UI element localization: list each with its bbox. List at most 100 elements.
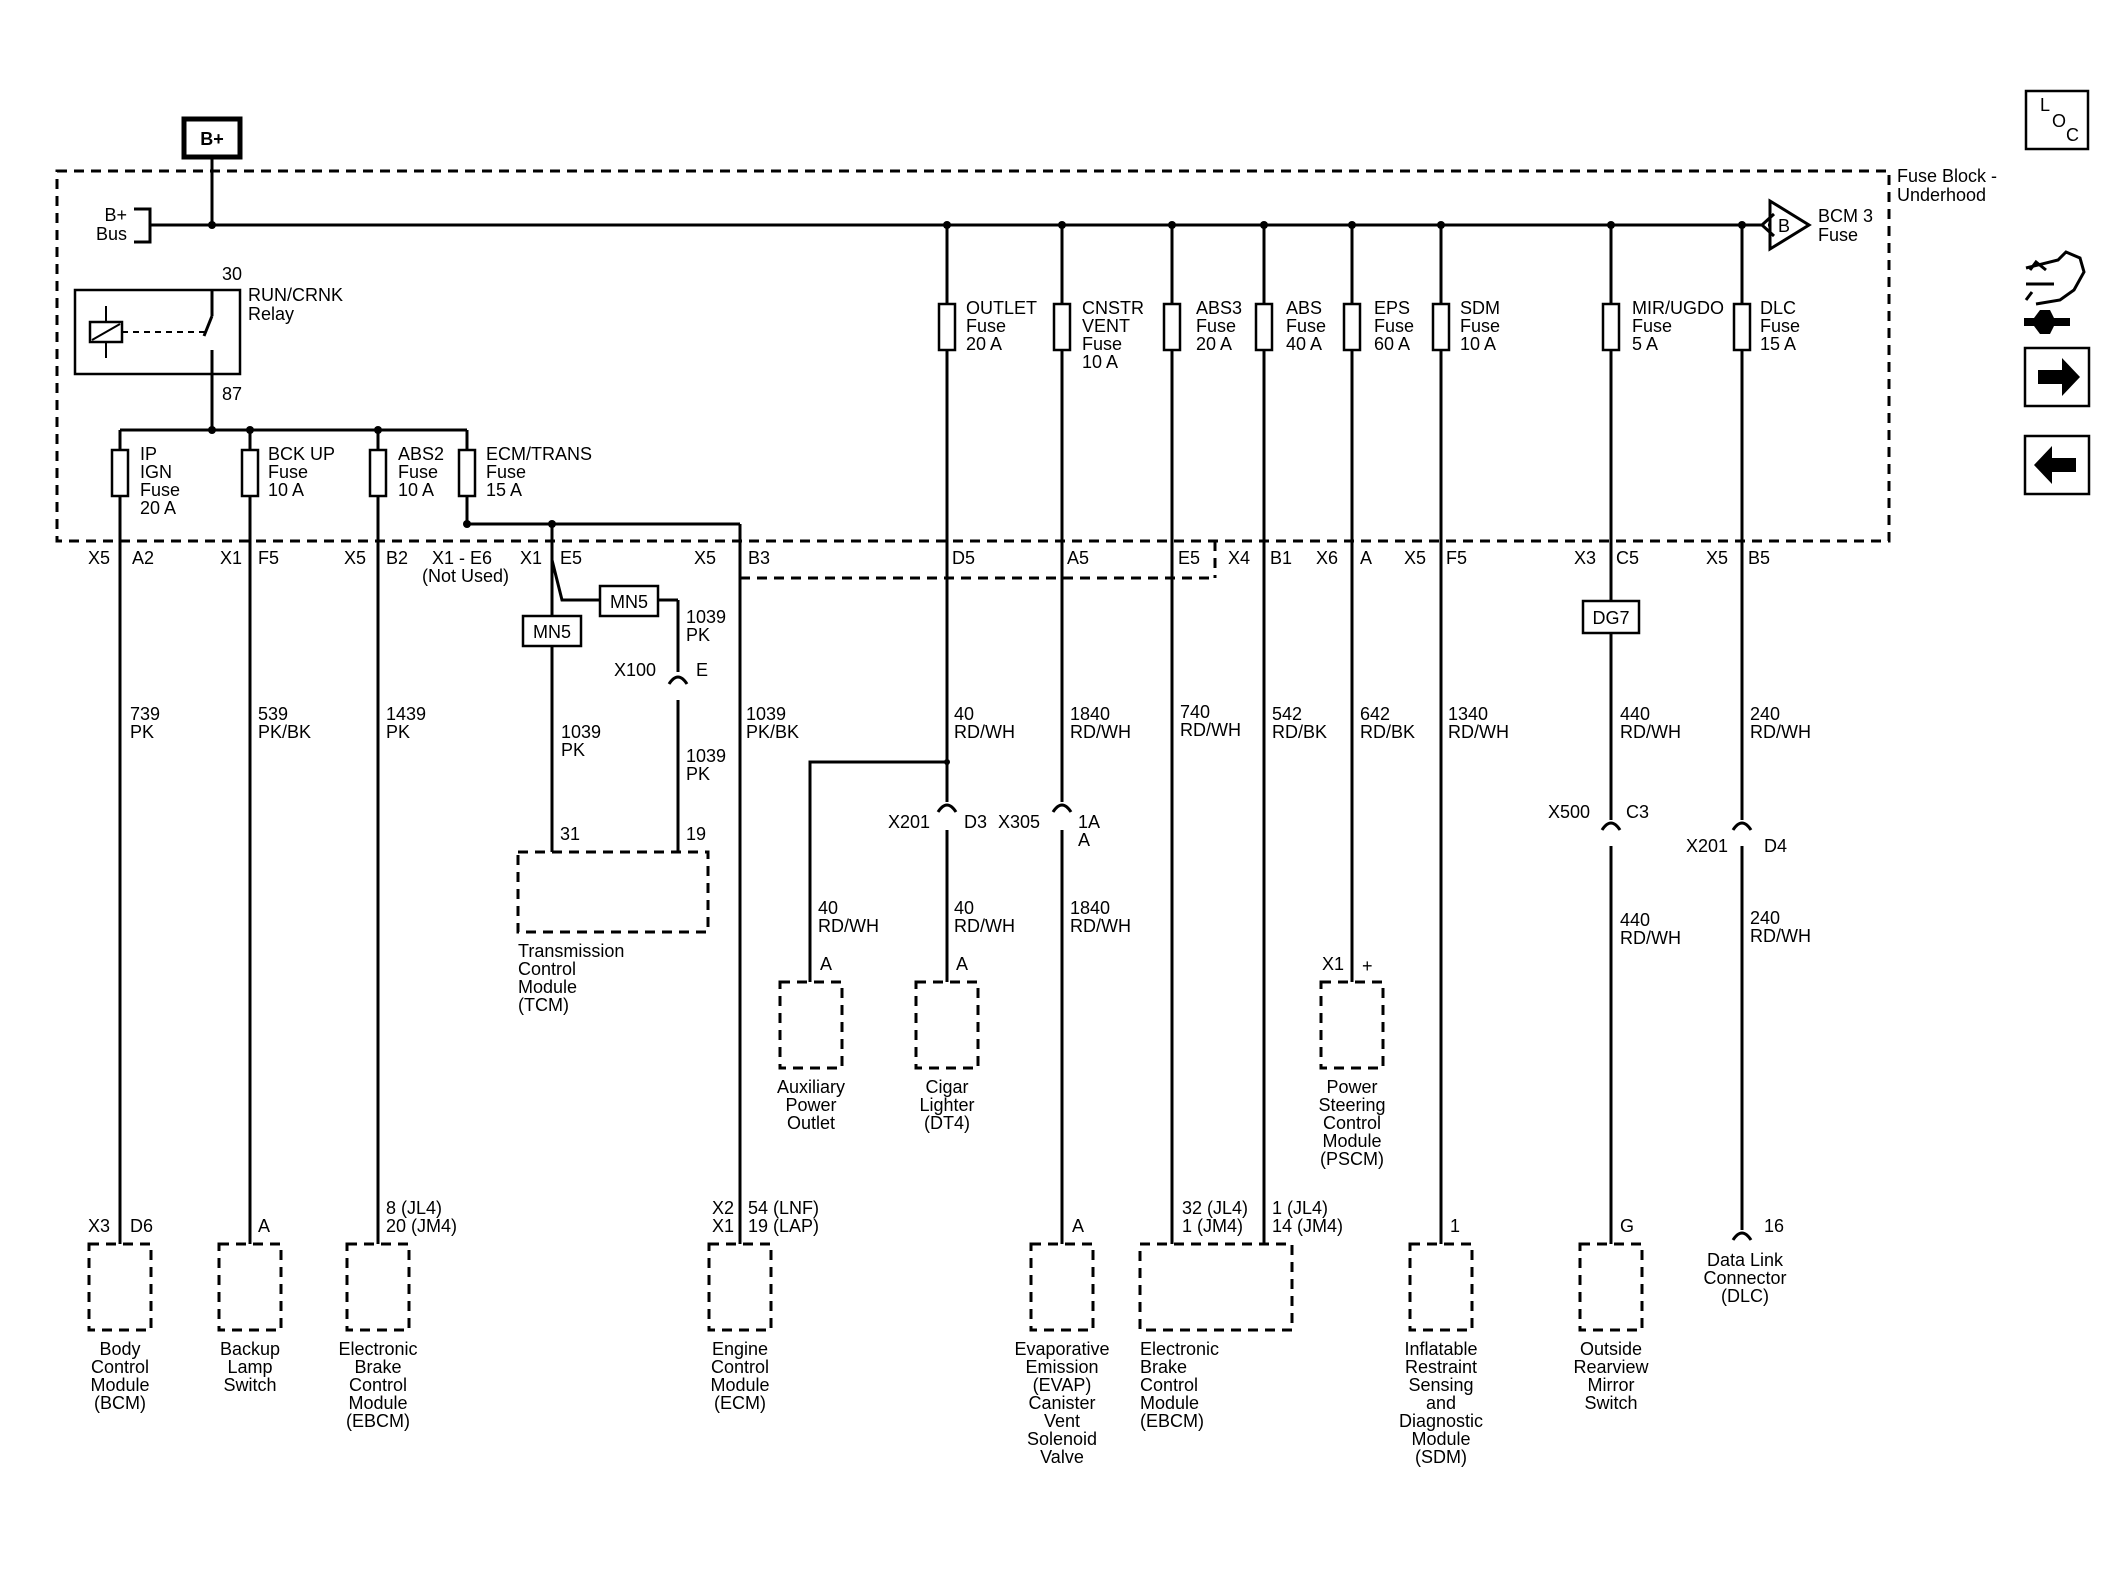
x201-d3-label: X201 [888,812,930,832]
aux-power-outlet [778,980,844,1070]
bcm3-fuse-letter: B [1778,216,1790,236]
x201-d4-label: X201 [1686,836,1728,856]
battery-source-box [181,116,243,160]
svg-text:X6: X6 [1316,548,1338,568]
forward-arrow-button[interactable] [2023,346,2091,408]
svg-text:B5: B5 [1748,548,1770,568]
svg-text:X5: X5 [694,548,716,568]
left-arrow-icon [2034,446,2076,484]
svg-text:D6: D6 [130,1216,153,1236]
svg-text:A: A [1360,548,1372,568]
splice-mn5-left [521,614,583,648]
svg-text:E5: E5 [560,548,582,568]
svg-text:MN5: MN5 [533,622,571,642]
svg-text:A5: A5 [1067,548,1089,568]
svg-text:1: 1 [1450,1216,1460,1236]
fuse-block-boundary [55,169,1891,543]
svg-text:F5: F5 [258,548,279,568]
svg-text:G: G [1620,1216,1634,1236]
svg-text:E5: E5 [1178,548,1200,568]
tcm-pin-19: 19 [686,824,706,844]
backup-lamp-switch [217,1242,283,1332]
svg-text:X1: X1 [1322,954,1344,974]
svg-text:1 (JL4)14 (JM4): 1 (JL4)14 (JM4) [1272,1198,1343,1236]
x201-d3-pin: D3 [964,812,987,832]
tcm-module [516,850,710,934]
back-arrow-button[interactable] [2023,434,2091,496]
x100-label: X100 [614,660,656,680]
wiring-harness-icon[interactable] [2024,250,2086,334]
svg-text:X5: X5 [1706,548,1728,568]
splice-dg7 [1581,599,1641,635]
right-arrow-icon [2038,358,2080,396]
svg-text:A2: A2 [132,548,154,568]
svg-text:16: 16 [1764,1216,1784,1236]
svg-text:54 (LNF)19 (LAP): 54 (LNF)19 (LAP) [748,1198,819,1236]
splice-mn5-right [598,584,660,618]
svg-text:X1 - E6: X1 - E6 [432,548,492,568]
svg-text:X4: X4 [1228,548,1250,568]
tcm-pin-31: 31 [560,824,580,844]
location-button[interactable]: L O C [2024,89,2090,151]
svg-text:A: A [820,954,832,974]
battery-source-label: B+ [200,129,224,149]
evap-canister-vent-solenoid [1029,1242,1095,1332]
ebcm-right [1138,1242,1294,1332]
dlc-connector-symbol [1731,1231,1753,1241]
svg-text:D5: D5 [952,548,975,568]
svg-text:+: + [1362,956,1373,976]
svg-text:O: O [2052,111,2066,131]
svg-text:B1: B1 [1270,548,1292,568]
fuse-block-label: Fuse Block -Underhood [1897,166,1997,205]
svg-text:A: A [258,1216,270,1236]
inflatable-restraint-sdm [1408,1242,1474,1332]
svg-text:L: L [2040,95,2050,115]
svg-text:C: C [2066,125,2079,145]
